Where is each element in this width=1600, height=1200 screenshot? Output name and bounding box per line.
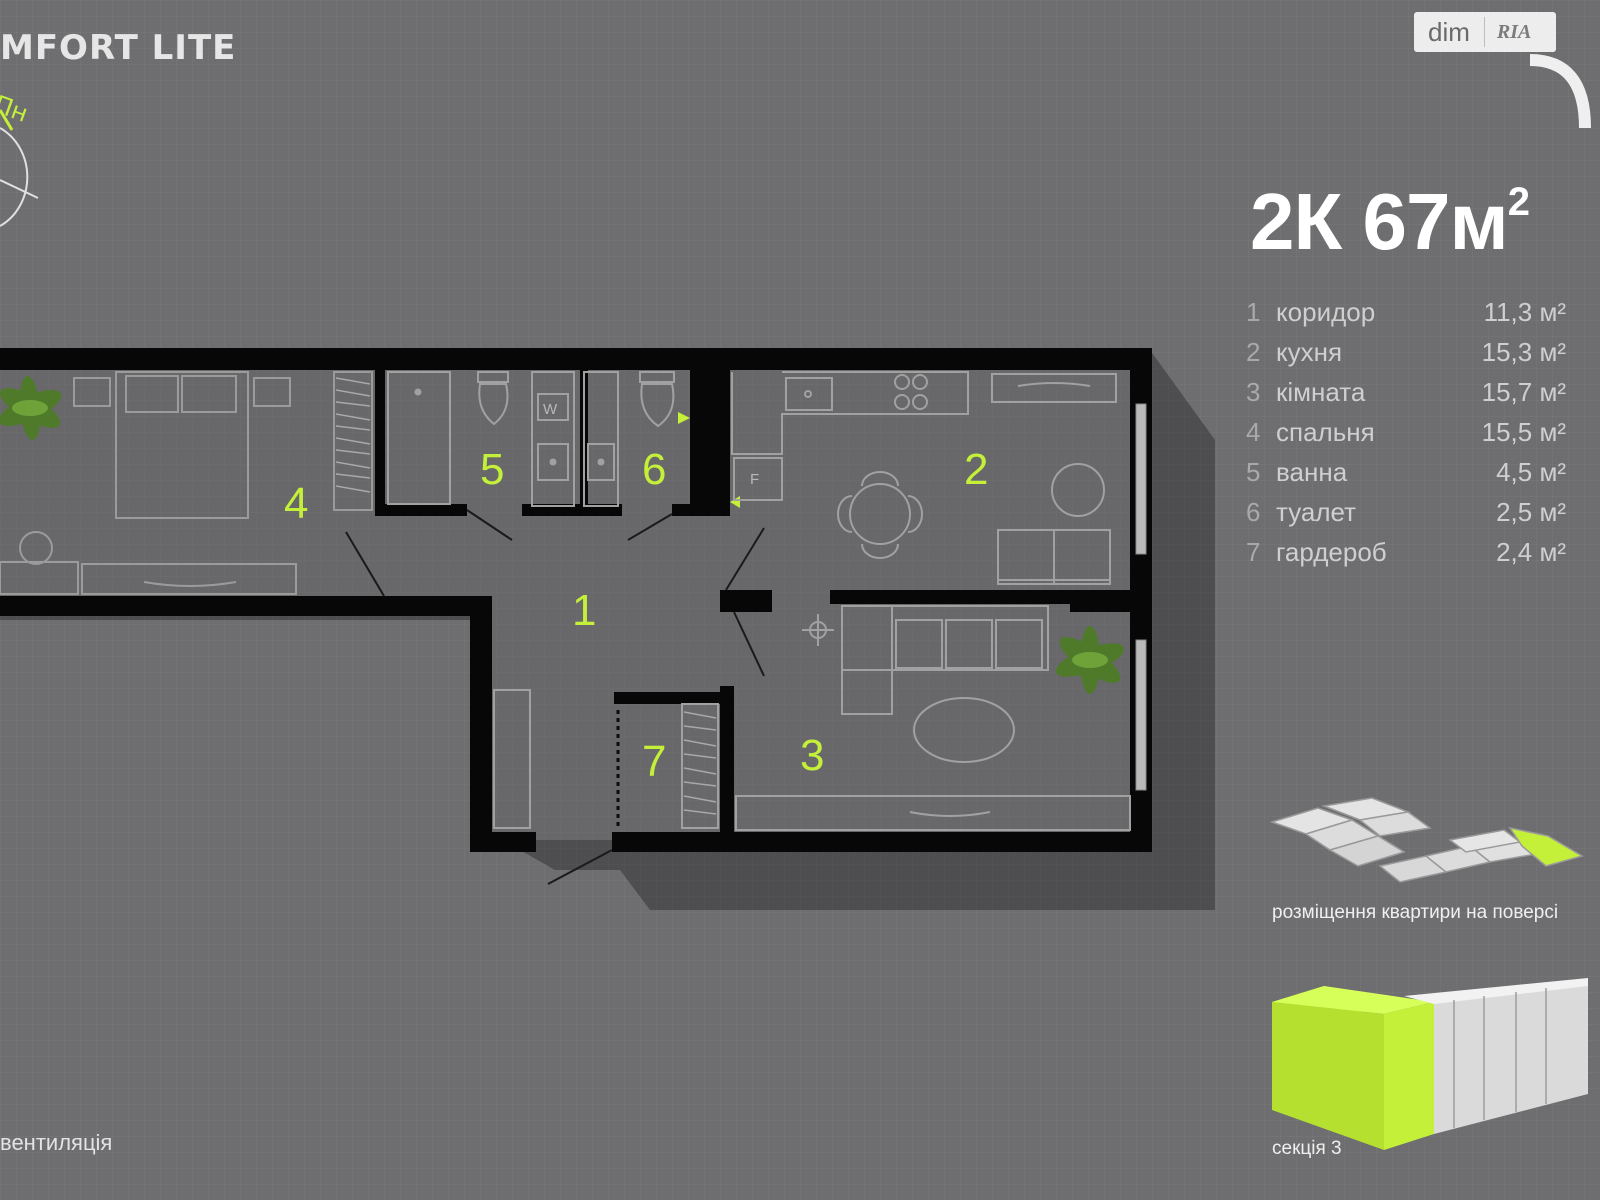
watermark-logo: dim RIA [1414, 12, 1556, 52]
vent-marker-icon [678, 412, 690, 424]
room-number-6: 6 [642, 445, 666, 494]
room-number-3: 3 [800, 731, 824, 780]
floor-location-caption: розміщення квартири на поверсі [1272, 902, 1559, 923]
watermark-dim: dim [1428, 16, 1470, 47]
section-caption: секція 3 [1272, 1138, 1342, 1159]
bathroom-fixtures [387, 371, 675, 507]
door-lines [345, 509, 765, 885]
brand-title: MFORT LITE [0, 28, 237, 68]
corner-arc [1529, 54, 1591, 129]
living-room-furniture [735, 605, 1131, 831]
apartment-title: 2К 67м2 [1250, 177, 1530, 266]
section-building [1272, 978, 1588, 1150]
ventilation-legend: вентиляція [0, 1130, 113, 1155]
room-number-7: 7 [642, 737, 666, 786]
watermark-ria: RIA [1496, 20, 1532, 43]
room-number-4: 4 [284, 479, 308, 528]
closet-hangers [683, 711, 717, 815]
plant-icon [0, 376, 62, 440]
compass [0, 109, 39, 227]
room-number-1: 1 [572, 586, 596, 635]
room-number-5: 5 [480, 445, 504, 494]
plant-icon [1055, 626, 1125, 694]
fridge-label: F [750, 471, 759, 488]
corridor-storage [493, 689, 719, 829]
bedroom-furniture [0, 371, 373, 595]
washer-label: W [543, 401, 558, 418]
floor-location-map [1269, 797, 1584, 883]
kitchen-furniture [731, 371, 1117, 585]
windows [1135, 403, 1147, 791]
watermark-divider [1483, 17, 1485, 47]
room-number-2: 2 [964, 445, 988, 494]
bedroom-wardrobe-hangers [335, 377, 371, 493]
